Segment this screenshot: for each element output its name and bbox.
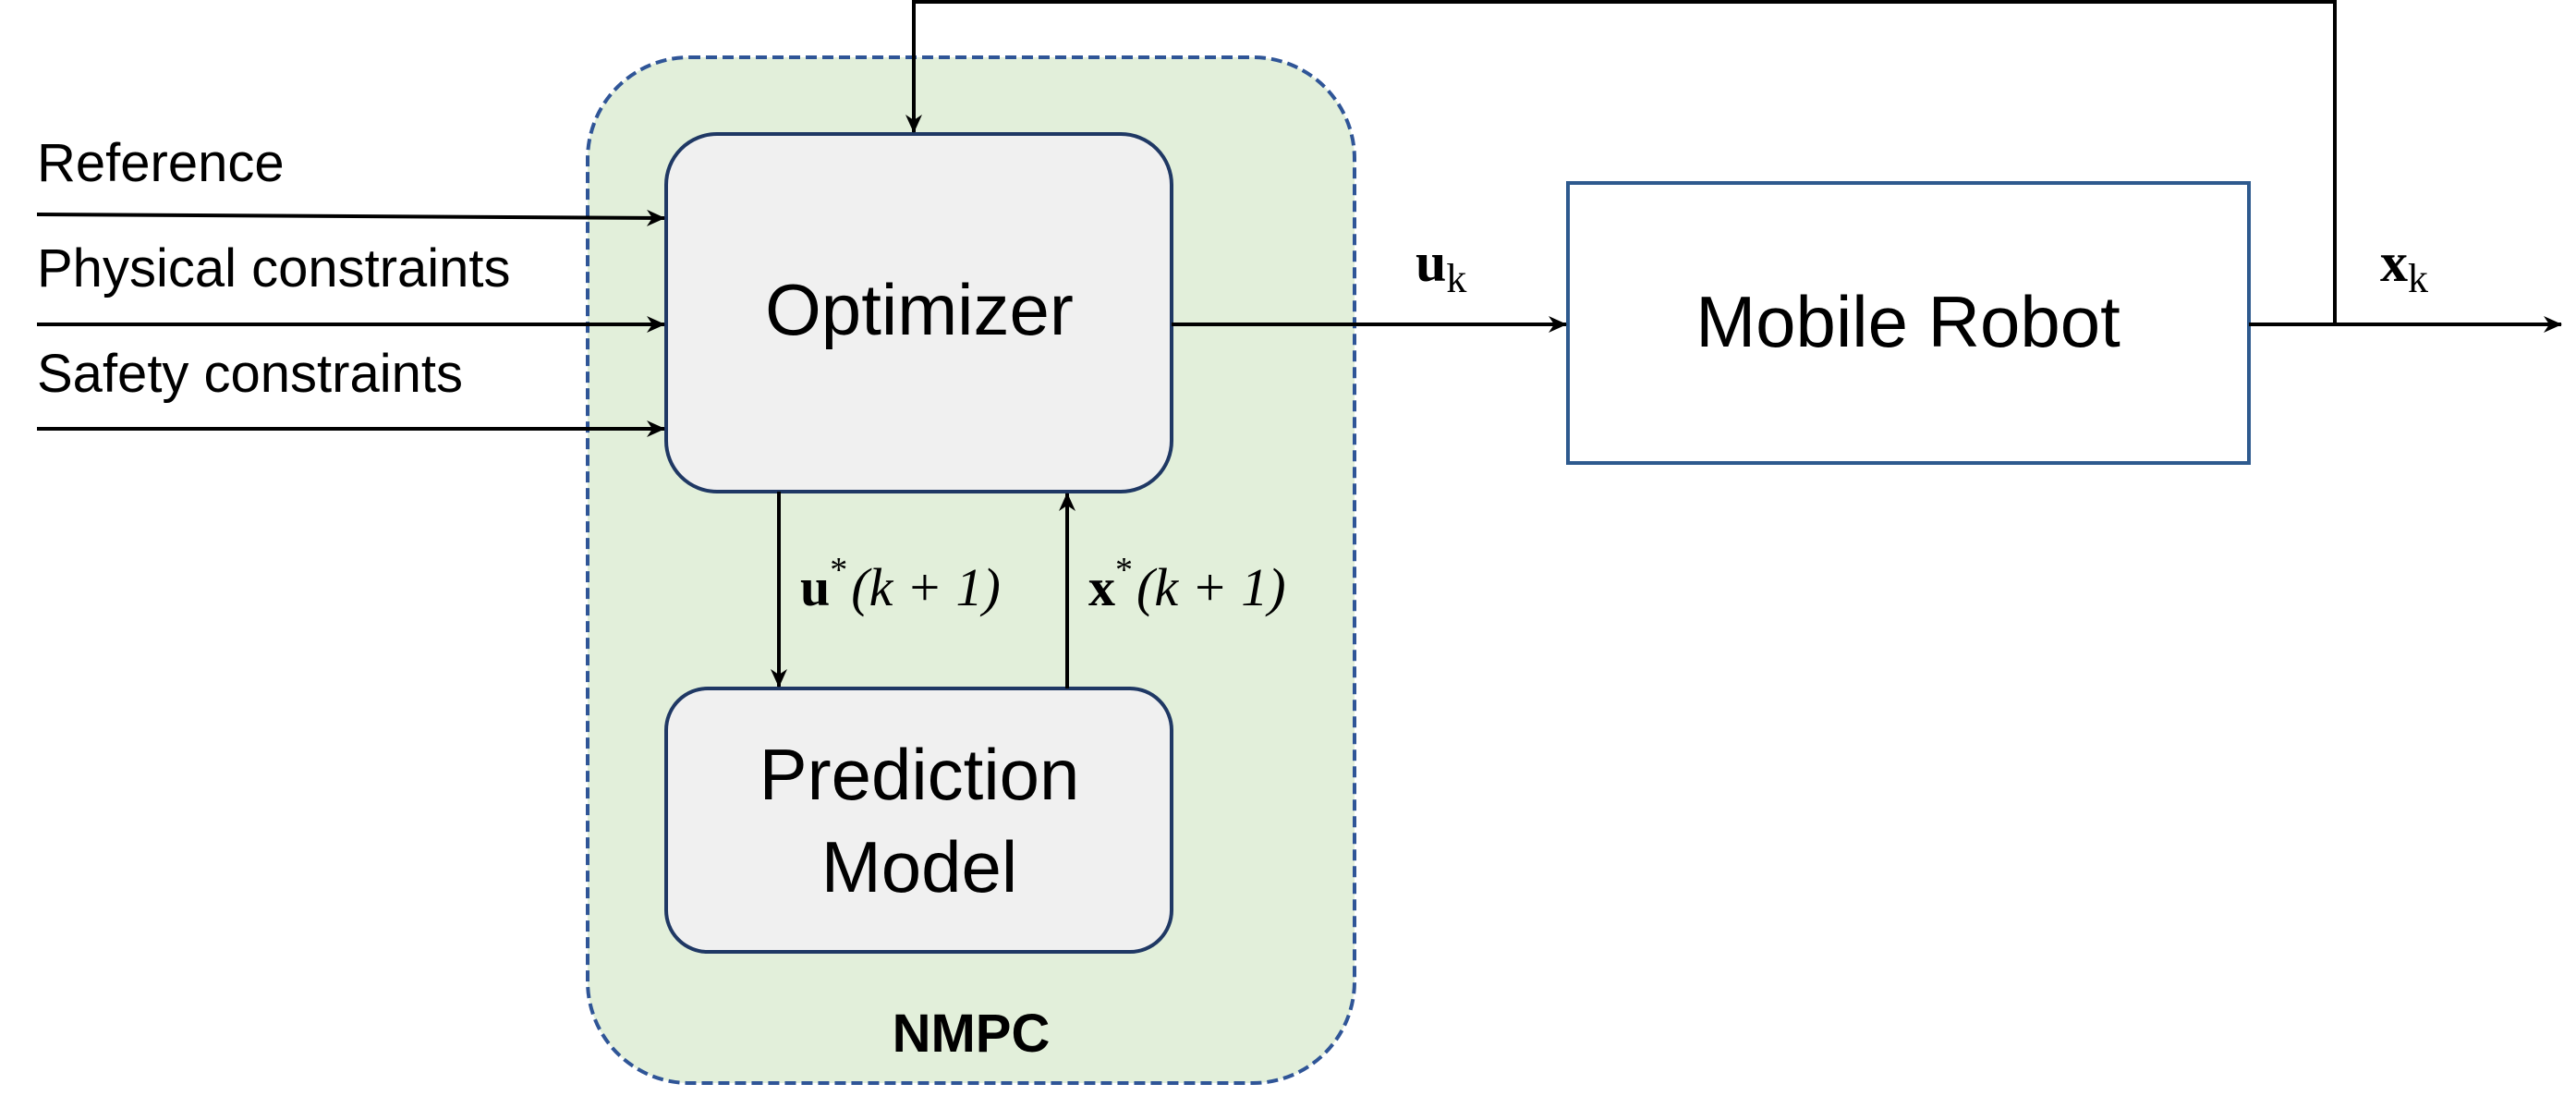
u-star-label: u*(k + 1)	[800, 551, 1001, 617]
mobile-robot-label: Mobile Robot	[1695, 281, 2120, 362]
mobile-robot-block	[1566, 181, 2251, 465]
x-k-label: xk	[2380, 232, 2428, 301]
reference-label: Reference	[37, 133, 285, 193]
nmpc-label: NMPC	[893, 1004, 1051, 1064]
safety-constraints-label: Safety constraints	[37, 344, 463, 404]
feedback-loop-arrow	[905, 0, 2337, 324]
optimizer-block	[664, 132, 1173, 493]
prediction-model-block	[664, 687, 1173, 954]
prediction-model-label-line2: Model	[821, 826, 1017, 907]
x-star-label: x*(k + 1)	[1088, 551, 1286, 617]
optimizer-label: Optimizer	[765, 269, 1074, 350]
u-k-label: uk	[1416, 232, 1466, 301]
physical-constraints-label: Physical constraints	[37, 238, 511, 298]
reference-arrow	[36, 209, 665, 226]
prediction-model-label-line1: Prediction	[759, 734, 1080, 815]
